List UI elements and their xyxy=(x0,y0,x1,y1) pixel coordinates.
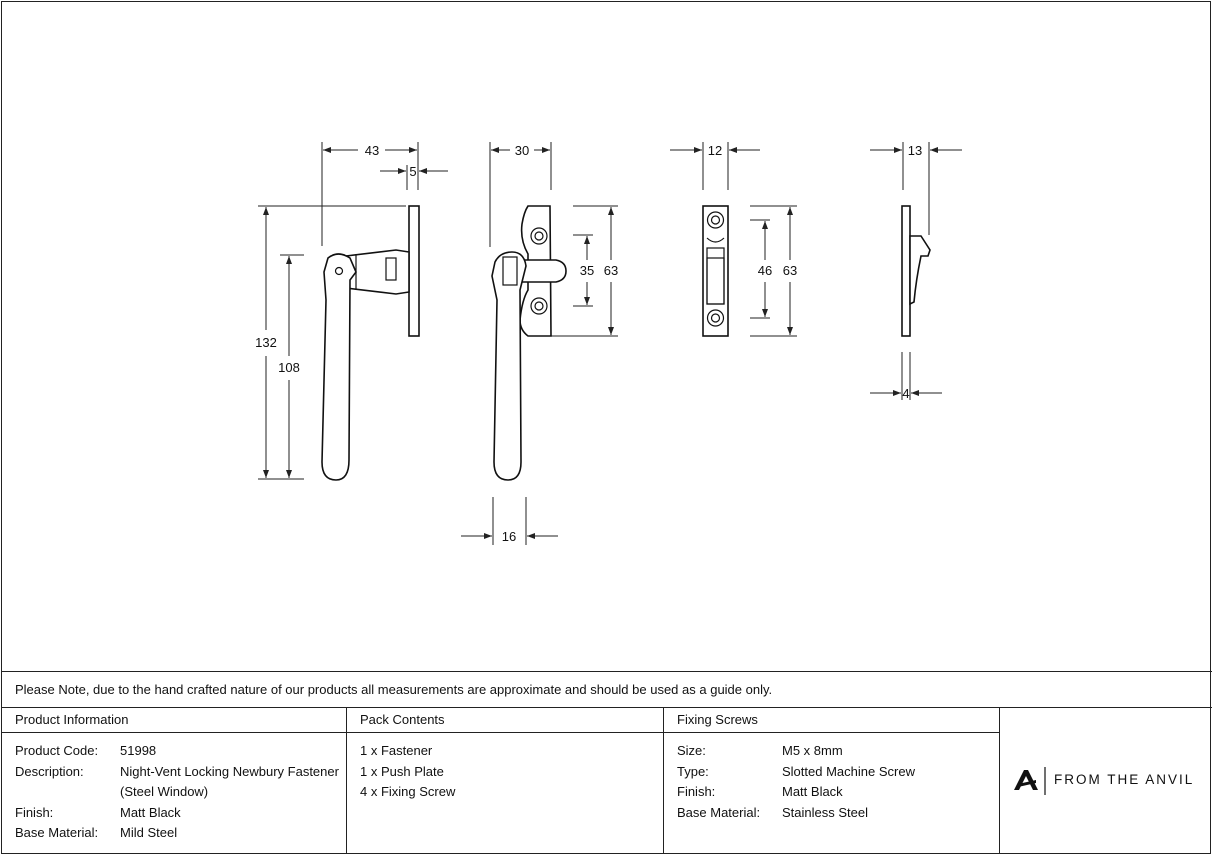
drawing-area: 43 5 132 108 xyxy=(255,142,962,545)
pack-item: 4 x Fixing Screw xyxy=(360,784,456,799)
dim-side-width: 43 xyxy=(365,143,379,158)
screw-material-value: Stainless Steel xyxy=(782,805,868,820)
col-divider-2 xyxy=(663,708,664,854)
pack-item: 1 x Push Plate xyxy=(360,764,444,779)
dim-side-handle-length: 108 xyxy=(278,360,300,375)
fastener-front-view: 30 35 63 16 xyxy=(461,142,618,545)
finish-label: Finish: xyxy=(15,805,54,820)
screw-finish-value: Matt Black xyxy=(782,784,843,799)
pack-item: 1 x Fastener xyxy=(360,743,433,758)
fastener-side-view: 43 5 132 108 xyxy=(255,142,448,481)
screw-material-label: Base Material: xyxy=(677,805,761,820)
dim-front-handle-width: 16 xyxy=(502,529,516,544)
push-plate-front-view: 12 46 63 xyxy=(670,142,797,337)
table-header-rule xyxy=(1,707,1212,708)
screw-type-label: Type: xyxy=(677,764,709,779)
dim-front-plate-height: 63 xyxy=(604,263,618,278)
brand-name: FROM THE ANVIL xyxy=(1054,772,1195,787)
fixing-screws-title: Fixing Screws xyxy=(677,712,758,727)
base-material-value: Mild Steel xyxy=(120,825,178,840)
dim-front-hole-spacing: 35 xyxy=(580,263,594,278)
product-code-value: 51998 xyxy=(120,743,157,758)
dim-side-plate: 5 xyxy=(409,164,416,179)
dim-side-total-height: 132 xyxy=(255,335,277,350)
dim-plate-hole-spacing: 46 xyxy=(758,263,772,278)
description-label: Description: xyxy=(15,764,84,779)
table-subheader-rule xyxy=(1,732,999,733)
screw-size-label: Size: xyxy=(677,743,706,758)
anvil-a-logo-icon xyxy=(1014,767,1046,795)
col-divider-1 xyxy=(346,708,347,854)
col-divider-3 xyxy=(999,708,1000,854)
dim-plate-side-depth: 13 xyxy=(908,143,922,158)
dim-front-width: 30 xyxy=(515,143,529,158)
finish-value: Matt Black xyxy=(120,805,181,820)
description-value: Night-Vent Locking Newbury Fastener xyxy=(120,764,339,779)
product-code-label: Product Code: xyxy=(15,743,99,758)
dim-plate-height: 63 xyxy=(783,263,797,278)
measurement-note: Please Note, due to the hand crafted nat… xyxy=(15,682,773,697)
base-material-label: Base Material: xyxy=(15,825,99,840)
screw-size-value: M5 x 8mm xyxy=(782,743,843,758)
pack-contents-title: Pack Contents xyxy=(360,712,445,727)
dim-plate-side-thickness: 4 xyxy=(902,386,909,401)
description-value-cont: (Steel Window) xyxy=(120,784,209,799)
push-plate-side-view: 13 4 xyxy=(870,142,962,401)
screw-finish-label: Finish: xyxy=(677,784,716,799)
screw-type-value: Slotted Machine Screw xyxy=(782,764,915,779)
dim-plate-width: 12 xyxy=(708,143,722,158)
product-info-title: Product Information xyxy=(15,712,129,727)
table-top-rule xyxy=(1,671,1212,672)
